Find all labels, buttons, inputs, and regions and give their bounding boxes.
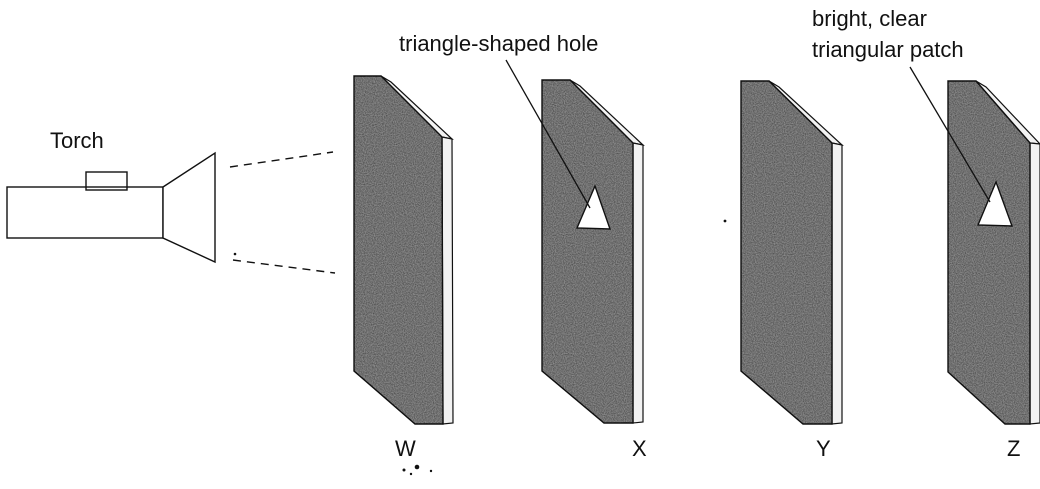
screen-x-label: X — [632, 436, 647, 461]
triangle-hole — [575, 184, 611, 230]
screen-w-texture — [354, 76, 443, 424]
screen-w: W — [353, 75, 454, 461]
screen-y: Y — [740, 80, 844, 461]
patch-annotation-line1: bright, clear — [812, 6, 927, 31]
torch-body — [6, 186, 164, 239]
screen-z-label: Z — [1007, 436, 1020, 461]
screen-x: X — [541, 79, 647, 461]
hole-annotation: triangle-shaped hole — [399, 31, 598, 56]
screen-y-edge — [831, 142, 843, 425]
screen-w-edge — [441, 136, 454, 425]
patch-annotation-line2: triangular patch — [812, 37, 964, 62]
light-beam — [229, 151, 336, 274]
screen-z-edge — [1029, 142, 1040, 425]
torch-label: Torch — [50, 128, 104, 153]
speck — [723, 219, 727, 223]
screen-z-texture — [948, 81, 1030, 424]
beam-lower-edge — [232, 259, 336, 274]
speck — [233, 252, 237, 256]
screen-x-texture — [542, 80, 633, 423]
scan-specks — [233, 219, 727, 476]
patch-leader-line — [909, 66, 991, 203]
hole-leader-line — [505, 59, 591, 209]
screen-x-edge — [632, 142, 644, 424]
screen-z: Z — [947, 80, 1040, 461]
torch: Torch — [6, 128, 216, 264]
torch-switch — [85, 171, 128, 191]
speck — [429, 469, 433, 473]
annotations: triangle-shaped hole bright, clear trian… — [399, 6, 991, 209]
speck — [414, 464, 420, 470]
beam-upper-edge — [229, 151, 334, 168]
speck — [402, 468, 406, 472]
screen-y-label: Y — [816, 436, 831, 461]
torch-head — [162, 151, 216, 264]
screen-y-texture — [741, 81, 832, 424]
speck — [409, 472, 413, 476]
screen-w-label: W — [395, 436, 416, 461]
triangular-patch — [976, 180, 1014, 227]
